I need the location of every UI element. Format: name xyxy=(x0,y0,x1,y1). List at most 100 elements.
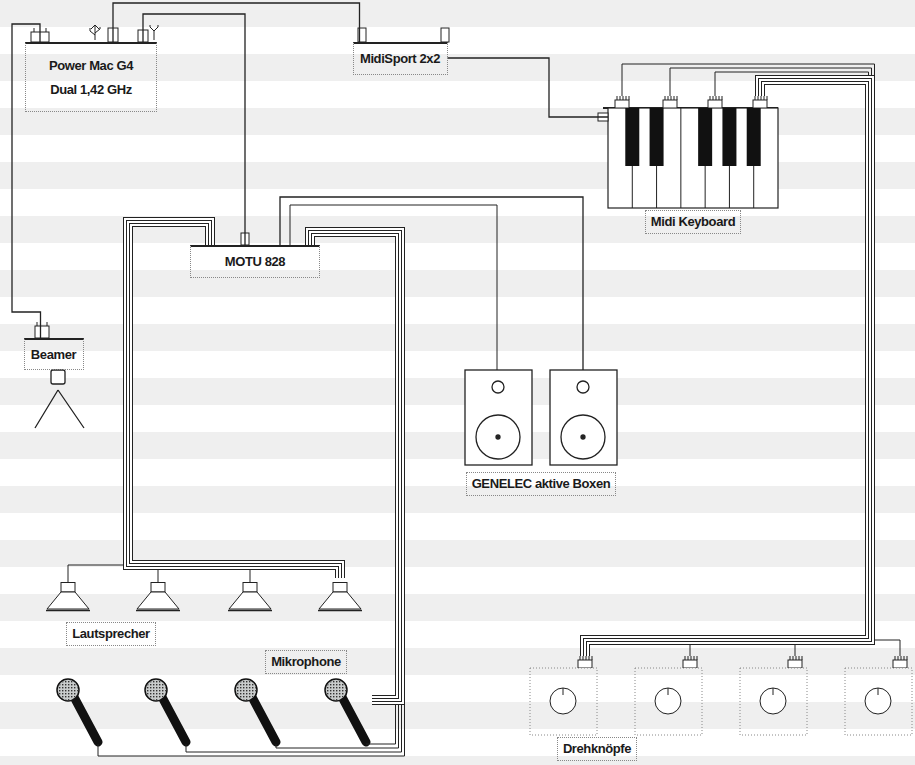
microphone-icon xyxy=(145,679,186,742)
monitor-speaker xyxy=(561,415,605,459)
computer-ports xyxy=(150,25,158,40)
microphone-icon xyxy=(57,679,366,742)
cable-group xyxy=(280,197,583,370)
device-label: MOTU 828 xyxy=(225,250,285,274)
device-label: GENELEC aktive Boxen xyxy=(466,472,617,496)
cable-group xyxy=(585,80,870,656)
knob-box xyxy=(878,688,879,695)
cable-group xyxy=(12,24,41,338)
cable xyxy=(585,80,870,656)
cable-strand xyxy=(585,80,870,656)
cable-group xyxy=(128,222,340,578)
cable xyxy=(128,222,340,578)
cable-strand xyxy=(585,80,870,656)
knob-box xyxy=(563,688,564,695)
projector-box: Beamer xyxy=(24,338,84,370)
piano-keys xyxy=(650,108,664,166)
monitor-speaker xyxy=(476,415,520,459)
microphone-icon xyxy=(235,679,276,742)
loudspeaker-icon xyxy=(46,583,362,611)
knob-box xyxy=(788,656,802,668)
knob-box xyxy=(865,688,891,714)
cable-group xyxy=(143,14,245,245)
knob-box xyxy=(845,668,912,735)
knob-box xyxy=(668,688,669,695)
interface-ports xyxy=(441,28,449,42)
interface-ports xyxy=(37,322,47,326)
cable-strand xyxy=(128,222,340,578)
knob-box xyxy=(578,656,592,668)
knob-box xyxy=(550,688,576,714)
piano-keys xyxy=(625,108,760,208)
microphone-icon xyxy=(57,679,98,742)
device-label: Midi Keyboard xyxy=(645,210,741,234)
cable xyxy=(113,3,360,42)
midi-interface-box: MidiSport 2x2 xyxy=(353,42,448,75)
device-label: MidiSport 2x2 xyxy=(360,47,440,71)
knob-box xyxy=(655,688,681,714)
device-label: Power Mac G4 Dual 1,42 GHz xyxy=(41,54,141,102)
cable-group xyxy=(448,58,609,117)
cable xyxy=(280,197,583,370)
cable-group xyxy=(113,3,360,42)
keyboard-illustration xyxy=(598,96,778,208)
knob-box xyxy=(635,668,702,735)
device-label: Drehknöpfe xyxy=(557,737,637,761)
device-label: Mikrophone xyxy=(265,650,347,674)
monitor-speaker xyxy=(465,370,617,465)
knob-box xyxy=(683,656,697,668)
keyboard-illustration xyxy=(708,96,722,108)
cable xyxy=(310,232,400,700)
projector-icon xyxy=(35,390,84,428)
keyboard-illustration xyxy=(608,108,778,208)
cable-strand xyxy=(585,80,870,656)
piano-keys xyxy=(698,108,712,166)
projector-icon xyxy=(35,370,84,428)
knob-box xyxy=(530,668,597,735)
loudspeaker-icon xyxy=(46,583,90,611)
device-label: Lautsprecher xyxy=(66,622,156,646)
monitor-speaker xyxy=(581,435,585,439)
keyboard-illustration xyxy=(753,96,767,108)
cable-strand xyxy=(128,222,340,578)
piano-keys xyxy=(747,108,761,166)
microphone-icon xyxy=(325,679,366,742)
monitor-speaker xyxy=(550,370,617,465)
loudspeaker-icon xyxy=(228,583,272,611)
cable xyxy=(98,705,405,756)
cable xyxy=(143,14,245,245)
device-label: Beamer xyxy=(31,343,76,367)
computer-ports xyxy=(31,25,158,42)
cable-strand xyxy=(310,232,400,700)
knob-box xyxy=(740,668,807,735)
piano-keys xyxy=(722,108,736,166)
cable-strand xyxy=(310,232,400,700)
loudspeaker-group: Lautsprecher xyxy=(40,578,385,648)
loudspeaker-icon xyxy=(318,583,362,611)
knob-group: Drehknöpfe xyxy=(528,656,912,763)
loudspeaker-icon xyxy=(136,583,180,611)
audio-interface-box: MOTU 828 xyxy=(190,245,320,278)
monitor-speaker xyxy=(465,370,532,465)
cable-group xyxy=(310,232,400,700)
keyboard-illustration xyxy=(615,96,629,108)
cable-strand xyxy=(310,232,400,700)
computer-ports xyxy=(90,25,100,40)
monitor-speaker xyxy=(577,381,589,393)
knob-box xyxy=(530,656,912,735)
monitor-speaker xyxy=(492,381,504,393)
piano-keys xyxy=(625,108,639,166)
monitor-group: GENELEC aktive Boxen xyxy=(465,370,617,498)
interface-ports xyxy=(35,326,49,338)
projector-icon xyxy=(51,370,65,384)
piano-keys xyxy=(680,108,681,208)
knob-box xyxy=(773,688,774,695)
cable xyxy=(448,58,609,117)
